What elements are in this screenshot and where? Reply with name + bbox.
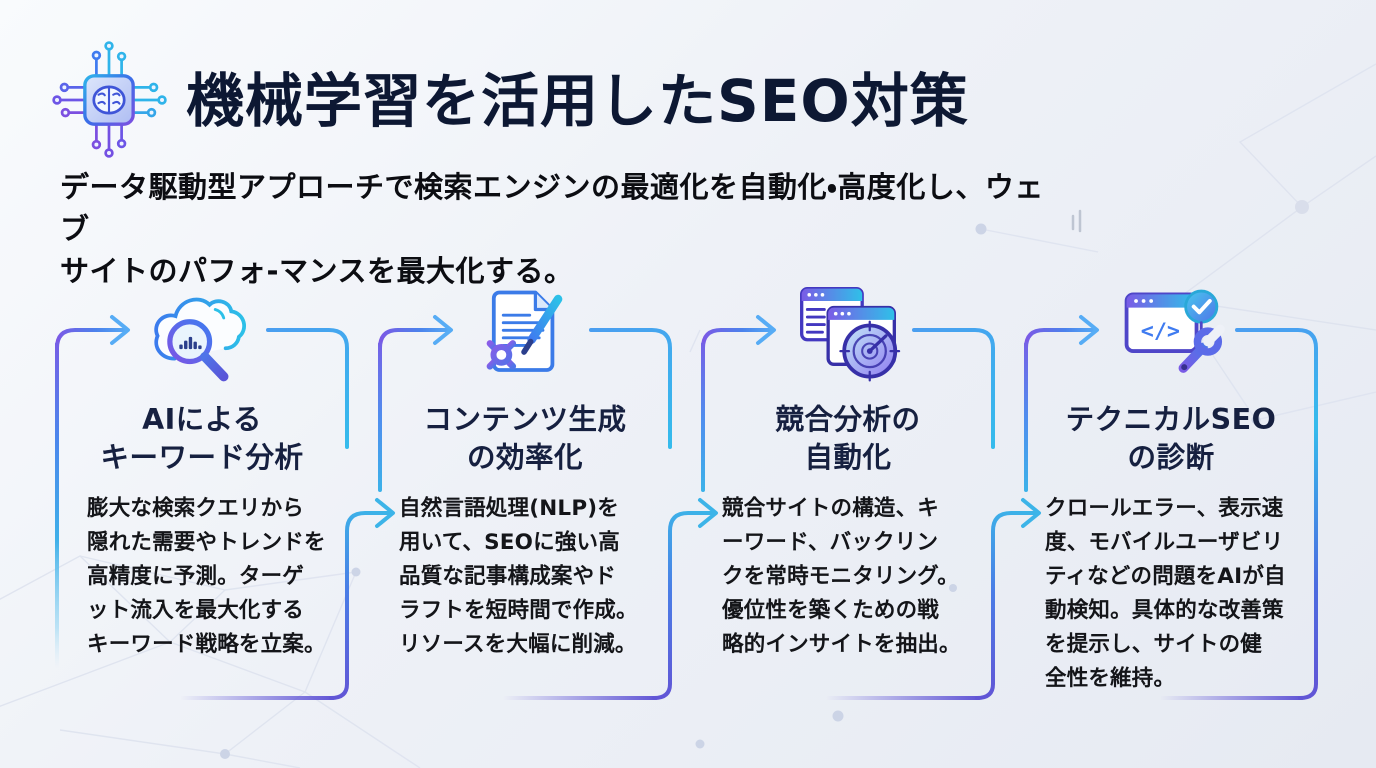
arrow-into-step-2 — [433, 315, 453, 345]
step-title: コンテンツ生成 の効率化 — [423, 403, 627, 475]
step-description: 競合サイトの構造、キ ーワード、バックリン クを常時モニタリング。 優位性を築く… — [722, 496, 961, 658]
step-description: クロールエラー、表示速 度、モバイルユーザビリ ティなどの問題をAIが自 動検知… — [1045, 496, 1286, 692]
browser-radar-icon — [700, 283, 996, 383]
ai-chip-brain-icon — [46, 34, 172, 166]
step-card-3: 競合分析の 自動化 競合サイトの構造、キ ーワード、バックリン クを常時モニタリ… — [700, 283, 996, 662]
step-card-4: </> テクニカルSEO の診断 クロールエラー、表示速 度、モバイルユーザビリ… — [1023, 283, 1319, 696]
page-title: 機械学習を活用したSEO対策 — [186, 67, 969, 135]
cloud-search-analytics-icon — [54, 283, 350, 383]
step-frame-2 — [378, 315, 718, 700]
arrow-into-step-4 — [1079, 315, 1099, 345]
arrow-into-step-3 — [756, 315, 776, 345]
step-title: テクニカルSEO の診断 — [1065, 403, 1277, 475]
step-card-1: AIによる キーワード分析 膨大な検索クエリから 隠れた需要やトレンドを 高精度… — [54, 283, 350, 662]
arrow-step-3-to-4 — [1021, 498, 1041, 528]
svg-text:</>: </> — [1141, 319, 1180, 344]
step-title: 競合分析の 自動化 — [775, 403, 921, 475]
arrow-step-1-to-2 — [375, 498, 395, 528]
step-frame-1 — [55, 315, 395, 700]
arrow-step-2-to-3 — [698, 498, 718, 528]
step-description: 自然言語処理(NLP)を 用いて、SEOに強い高 品質な記事構成案やド ラフトを… — [399, 496, 638, 658]
step-frame-3 — [701, 315, 1041, 700]
step-frame-4 — [1024, 315, 1318, 700]
code-window-wrench-check-icon: </> — [1023, 283, 1319, 383]
page-subtitle: データ駆動型アプローチで検索エンジンの最適化を自動化・高度化し、ウェブ サイトの… — [60, 170, 1044, 289]
step-description: 膨大な検索クエリから 隠れた需要やトレンドを 高精度に予測。ターゲ ット流入を最… — [87, 496, 326, 658]
step-title: AIによる キーワード分析 — [100, 403, 304, 475]
arrow-into-step-1 — [110, 315, 130, 345]
step-card-2: コンテンツ生成 の効率化 自然言語処理(NLP)を 用いて、SEOに強い高 品質… — [377, 283, 673, 662]
document-pen-gear-icon — [377, 283, 673, 383]
